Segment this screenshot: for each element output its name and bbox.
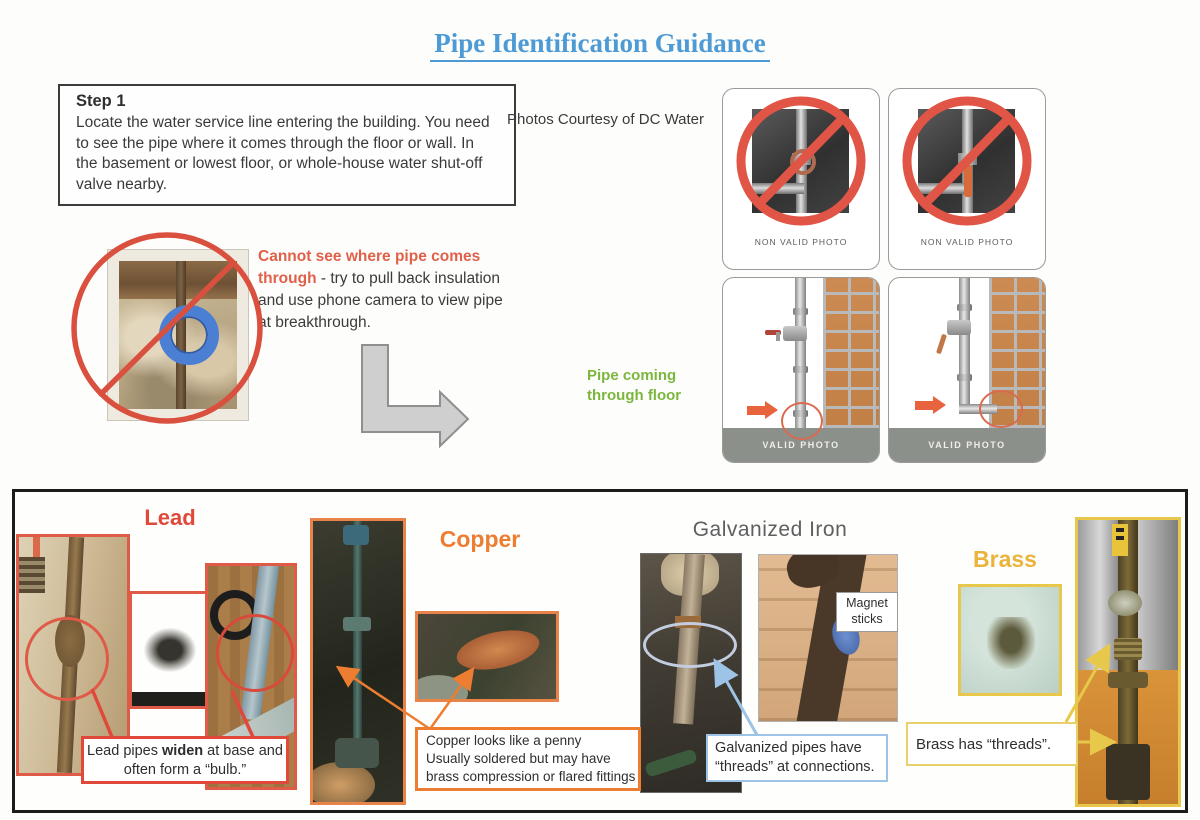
- arrow-shaft: [915, 401, 933, 410]
- elbow-arrow-icon: [361, 344, 470, 449]
- arrow-shaft: [747, 406, 765, 415]
- arrow-head: [765, 401, 778, 419]
- no-symbol-icon: [736, 96, 866, 226]
- highlight-circle: [216, 614, 294, 692]
- valve-body-graphic: [783, 326, 807, 341]
- magnet-sticks-label: Magnet sticks: [836, 592, 898, 632]
- pipe-coming-label: Pipe coming through floor: [587, 367, 682, 404]
- lead-callout: Lead pipes widen at base and often form …: [81, 736, 289, 784]
- dark-smudge-graphic: [987, 617, 1035, 669]
- pipe-coupling-graphic: [793, 308, 808, 315]
- valve-body-graphic: [947, 320, 971, 335]
- thread-coupling-graphic: [1114, 638, 1142, 660]
- scratch-mark-graphic: [144, 628, 196, 672]
- non-valid-photo-panel-2: NON VALID PHOTO: [888, 88, 1046, 270]
- page-title: Pipe Identification Guidance: [0, 28, 1200, 62]
- copper-callout: Copper looks like a penny Usually solder…: [415, 727, 641, 791]
- galvanized-callout: Galvanized pipes have “threads” at conne…: [706, 734, 888, 782]
- cannot-see-note: Cannot see where pipe comes through - tr…: [258, 246, 510, 334]
- valve-wheel-graphic: [790, 149, 816, 175]
- copper-streak-graphic: [453, 623, 543, 677]
- pipe-flange-graphic: [1108, 672, 1148, 688]
- brass-photo-threads: [1075, 517, 1181, 807]
- copper-callout-line2: Usually soldered but may have: [426, 750, 611, 766]
- floor-graphic: VALID PHOTO: [889, 428, 1045, 462]
- red-valve-handle-graphic: [765, 330, 781, 335]
- step1-heading: Step 1: [76, 92, 126, 110]
- pipe-fitting-graphic: [343, 525, 369, 545]
- page-title-text: Pipe Identification Guidance: [430, 28, 770, 62]
- valid-photo-panel-1: VALID PHOTO: [722, 277, 880, 463]
- galvanized-heading: Galvanized Iron: [692, 518, 848, 541]
- valid-photo-panel-2: VALID PHOTO: [888, 277, 1046, 463]
- non-valid-photo-label: NON VALID PHOTO: [754, 237, 848, 247]
- copper-photo-pipe: [310, 518, 406, 805]
- pipe-fitting-graphic: [343, 617, 371, 631]
- step1-box: Step 1 Locate the water service line ent…: [58, 84, 516, 206]
- pipe-coupling-graphic: [957, 304, 972, 311]
- copper-callout-line1: Copper looks like a penny: [426, 732, 582, 748]
- brass-photo-patch: [958, 584, 1062, 696]
- no-symbol-icon: [902, 96, 1032, 226]
- pipe-coupling-graphic: [957, 374, 972, 381]
- brass-callout: Brass has “threads”.: [906, 722, 1078, 766]
- copper-pipe-graphic: [353, 521, 362, 802]
- lead-heading: Lead: [144, 505, 196, 530]
- vent-graphic: [19, 557, 45, 593]
- non-valid-photo-label: NON VALID PHOTO: [920, 237, 1014, 247]
- tag-mark-graphic: [1116, 536, 1124, 540]
- valid-photo-label: VALID PHOTO: [762, 440, 840, 450]
- hose-graphic: [644, 748, 698, 778]
- shadow-graphic: [132, 692, 207, 706]
- galvanized-photo-magnet: [758, 554, 898, 722]
- brass-callout-text: Brass has “threads”.: [916, 735, 1052, 753]
- cannot-see-highlight: Cannot see where pipe comes through: [258, 248, 481, 287]
- highlight-circle: [781, 402, 823, 440]
- vertical-pipe-graphic: [795, 278, 806, 428]
- pipe-coupling-graphic: [793, 366, 808, 373]
- solder-blob-graphic: [1108, 590, 1142, 616]
- copper-callout-line3: brass compression or flared fittings: [426, 769, 636, 785]
- tag-mark-graphic: [1116, 528, 1124, 532]
- brick-wall-graphic: [822, 278, 879, 428]
- valve-stem-graphic: [776, 332, 780, 341]
- copper-photo-penny: [415, 611, 559, 702]
- highlight-circle: [25, 617, 109, 701]
- lead-callout-bold: widen: [162, 743, 204, 759]
- vertical-pipe-graphic: [959, 278, 970, 414]
- elbow-pipe-graphic: [959, 404, 997, 414]
- insulation-photo: [107, 249, 249, 421]
- copper-heading: Copper: [439, 526, 521, 552]
- light-patch-graphic: [418, 675, 468, 699]
- arrow-head: [933, 396, 946, 414]
- red-pipe-segment-graphic: [964, 165, 972, 197]
- yellow-tag-graphic: [1112, 524, 1128, 556]
- light-patch-graphic: [313, 762, 375, 802]
- step1-body: Locate the water service line entering t…: [76, 114, 490, 193]
- brass-heading: Brass: [973, 546, 1037, 572]
- galvanized-callout-text: Galvanized pipes have “threads” at conne…: [715, 740, 875, 775]
- non-valid-photo-panel-1: NON VALID PHOTO: [722, 88, 880, 270]
- valid-photo-label: VALID PHOTO: [928, 440, 1006, 450]
- dark-fitting-graphic: [1106, 744, 1150, 800]
- highlight-ellipse: [643, 622, 737, 668]
- valve-lever-graphic: [936, 333, 947, 355]
- lead-callout-post: at base and often form a “bulb.”: [123, 743, 283, 778]
- valve-graphic: [335, 738, 379, 768]
- lead-photo-scratch: [129, 591, 210, 709]
- lead-callout-pre: Lead pipes: [87, 743, 163, 759]
- photo-credit: Photos Courtesy of DC Water: [507, 111, 705, 128]
- magnet-sticks-text: Magnet sticks: [846, 596, 888, 626]
- highlight-circle: [979, 390, 1023, 428]
- cannot-see-rest: - try to pull back insulation and use ph…: [258, 270, 503, 331]
